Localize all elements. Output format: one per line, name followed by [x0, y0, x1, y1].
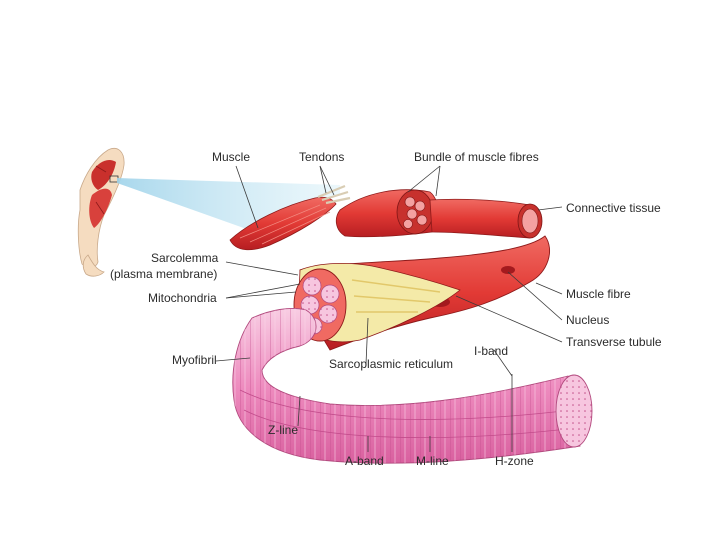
- label-mitochondria: Mitochondria: [148, 291, 217, 305]
- fibre-strand: [429, 198, 543, 239]
- label-z-line: Z-line: [268, 423, 298, 437]
- label-connective-tissue: Connective tissue: [566, 201, 661, 215]
- fascicle-bundle: [335, 189, 439, 238]
- label-sarcoplasmic-reticulum: Sarcoplasmic reticulum: [329, 357, 453, 371]
- label-i-band: I-band: [474, 344, 508, 358]
- label-nucleus: Nucleus: [566, 313, 609, 327]
- label-a-band: A-band: [345, 454, 384, 468]
- label-plasma-membrane: (plasma membrane): [110, 267, 217, 281]
- label-transverse-tubule: Transverse tubule: [566, 335, 662, 349]
- label-muscle-fibre: Muscle fibre: [566, 287, 631, 301]
- label-muscle: Muscle: [212, 150, 250, 164]
- myofibril-tube: [232, 307, 593, 464]
- leader-lines: [215, 165, 563, 452]
- arm-illustration: [77, 148, 125, 277]
- label-myofibril: Myofibril: [172, 353, 217, 367]
- muscle-shape: [229, 184, 351, 251]
- nucleus-shape: [501, 266, 515, 274]
- label-sarcolemma: Sarcolemma: [151, 251, 219, 265]
- label-tendons: Tendons: [299, 150, 344, 164]
- label-m-line: M-line: [416, 454, 449, 468]
- label-h-zone: H-zone: [495, 454, 534, 468]
- tendons-shape: [317, 184, 351, 205]
- label-bundle-of-muscle-fibres: Bundle of muscle fibres: [414, 150, 539, 164]
